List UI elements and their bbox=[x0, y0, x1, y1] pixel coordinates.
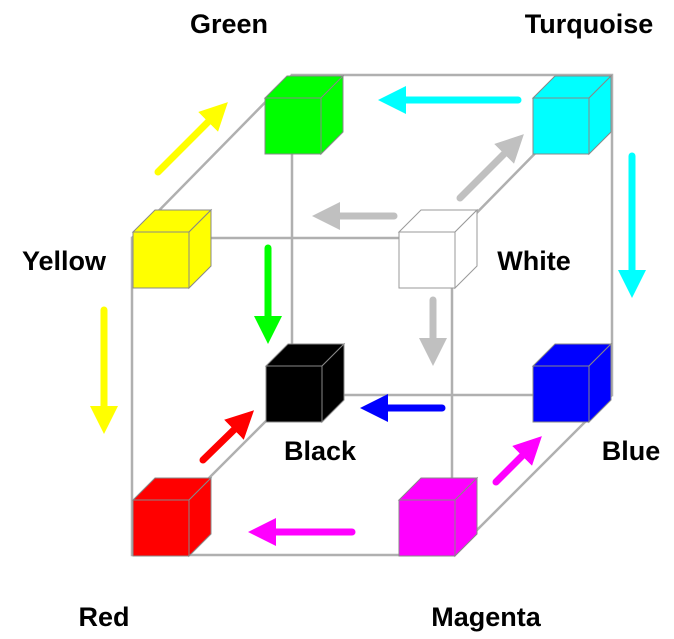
label-red: Red bbox=[78, 602, 129, 632]
blue-cube bbox=[531, 342, 613, 424]
yellow-cube bbox=[131, 208, 213, 290]
black-cube bbox=[264, 342, 346, 424]
label-yellow: Yellow bbox=[22, 246, 107, 276]
label-turquoise: Turquoise bbox=[525, 9, 654, 39]
arrow-red-to-black bbox=[199, 410, 255, 464]
labels: Green Turquoise Yellow White Black Blue … bbox=[22, 9, 660, 632]
arrow-yellow-to-green bbox=[154, 102, 228, 176]
magenta-cube bbox=[397, 476, 479, 558]
label-blue: Blue bbox=[602, 436, 661, 466]
turquoise-cube bbox=[531, 74, 613, 156]
label-black: Black bbox=[284, 436, 357, 466]
green-cube bbox=[263, 74, 345, 156]
label-white: White bbox=[497, 246, 571, 276]
arrows bbox=[90, 86, 646, 546]
label-green: Green bbox=[190, 9, 268, 39]
white-cube bbox=[397, 208, 479, 290]
arrow-white-to-turquoise bbox=[456, 134, 524, 202]
label-magenta: Magenta bbox=[431, 602, 542, 632]
arrow-magenta-to-blue bbox=[492, 436, 542, 486]
red-cube bbox=[131, 476, 213, 558]
